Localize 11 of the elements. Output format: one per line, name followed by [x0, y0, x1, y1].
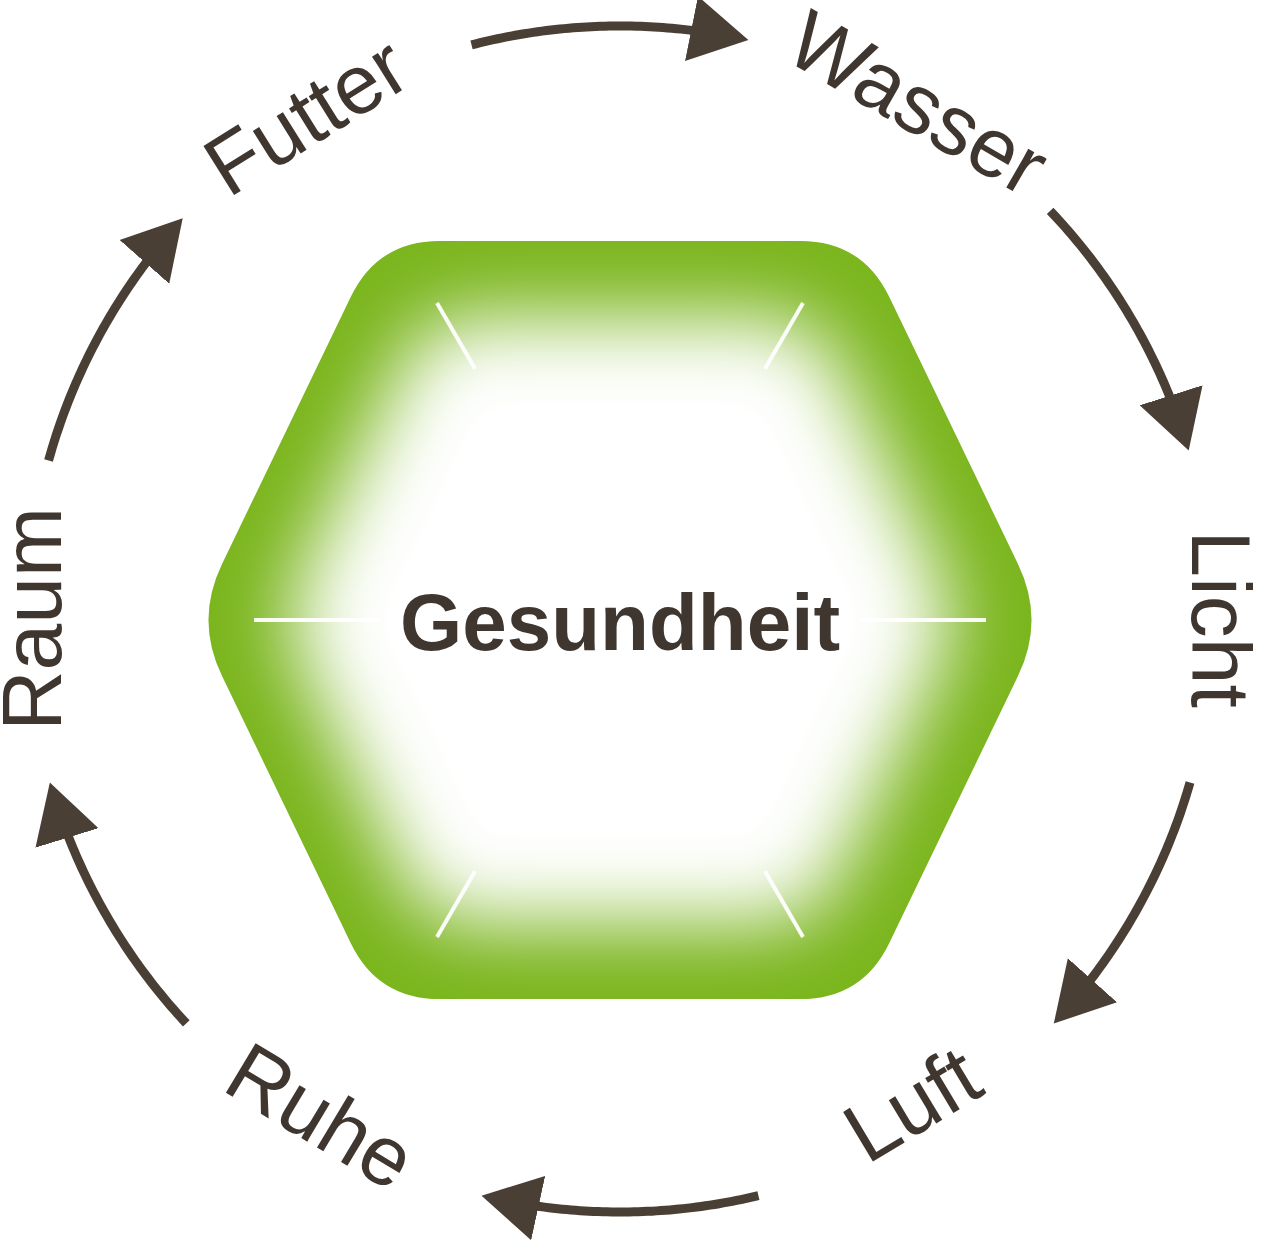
arrow — [470, 0, 749, 61]
arrow — [35, 782, 190, 1027]
factor-label: Licht — [1179, 530, 1263, 708]
arrow — [481, 1175, 760, 1241]
factor-label: Ruhe — [213, 1028, 429, 1204]
arrow — [1046, 207, 1203, 451]
arrow — [44, 218, 183, 462]
factor-label: Luft — [829, 1032, 994, 1177]
factor-label: Raum — [0, 506, 74, 732]
arrow — [1053, 781, 1195, 1024]
hexagon-title: Gesundheit — [400, 583, 840, 664]
